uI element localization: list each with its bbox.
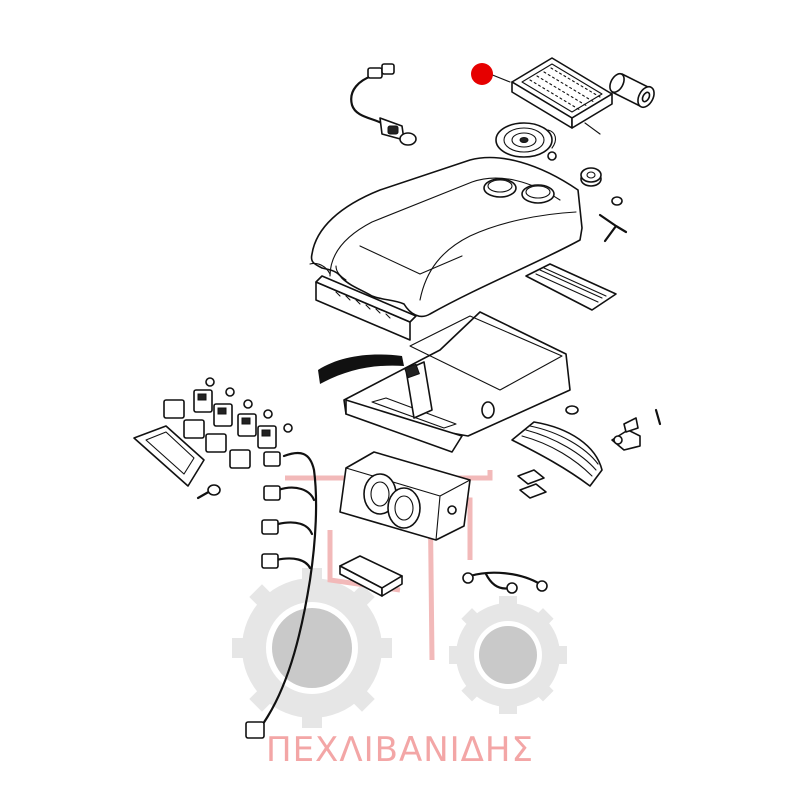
wiring-harness-part: [245, 451, 318, 739]
connector-part: [517, 469, 547, 499]
heater-unit-part: [339, 451, 471, 541]
bracket-part: [611, 408, 662, 451]
outlet-grille-part: [511, 421, 603, 487]
fitting-part: [580, 167, 623, 206]
resistor-block-part: [339, 555, 403, 597]
curved-arrow-icon: [318, 354, 404, 384]
bolt-part: [196, 484, 221, 500]
watermark-gear-icon: [449, 596, 567, 714]
gasket-part: [133, 425, 205, 487]
filter-panel-part: [511, 57, 613, 135]
control-strip-part: [315, 275, 417, 341]
fan-part: [495, 122, 557, 161]
relay-block-part: [163, 377, 293, 469]
watermark-text: ΠΕΧΛΙΒΑΝΙΔΗΣ: [266, 730, 534, 770]
watermark-gear-icon: [232, 568, 392, 728]
sensor-part: [350, 63, 417, 146]
air-housing-part: [343, 311, 571, 453]
washer-part: [565, 405, 579, 415]
marker-dot-icon[interactable]: [471, 63, 493, 85]
harness-part: [462, 571, 548, 594]
cylinder-part: [609, 72, 655, 109]
hex-key-part: [598, 213, 628, 243]
roof-cover-part: [309, 156, 583, 318]
leader-line: [489, 73, 511, 83]
vent-grille-part: [525, 263, 617, 311]
